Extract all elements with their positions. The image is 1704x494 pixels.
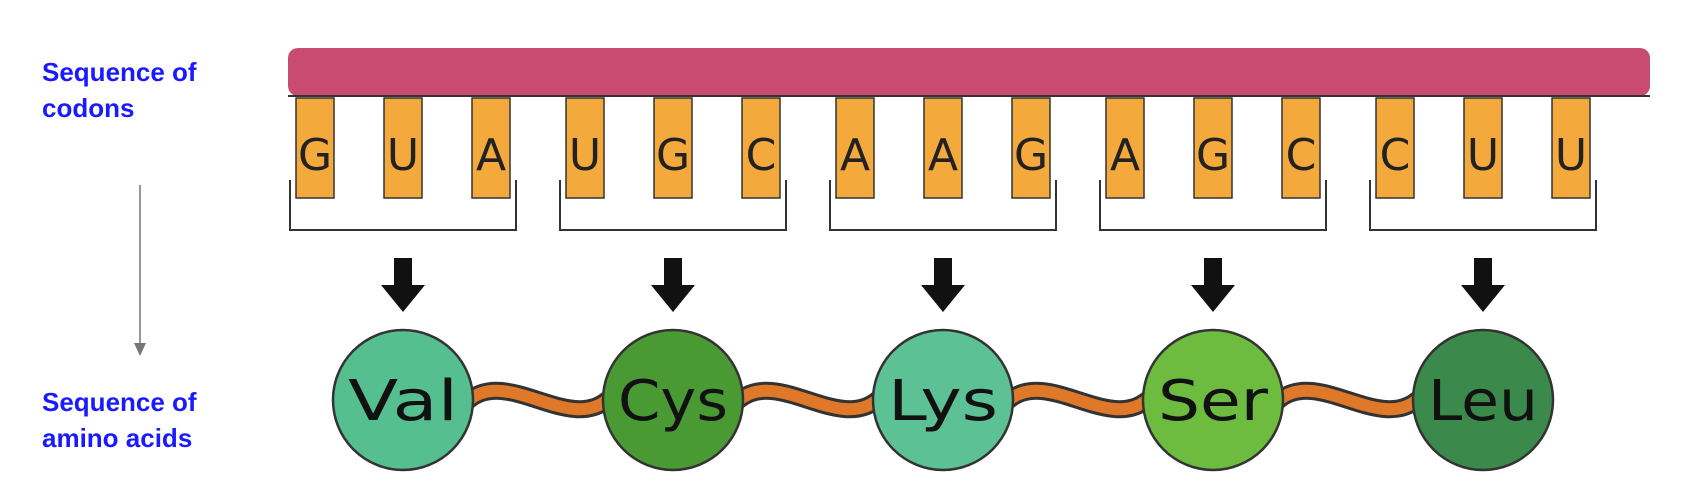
codon-brackets (289, 180, 1597, 231)
flow-arrow (134, 185, 146, 356)
peptide-bond (733, 384, 883, 416)
base-letter: A (1110, 130, 1140, 181)
codon-bracket (559, 180, 787, 231)
amino-acid: Cys (601, 328, 745, 472)
amino-acid-label: Val (348, 369, 458, 434)
base-letter: A (928, 130, 958, 181)
translation-arrow (651, 258, 695, 312)
base-letter: C (1380, 130, 1411, 181)
nucleotide-base: C (1281, 97, 1321, 199)
mrna-backbone (288, 48, 1650, 96)
base-letter: G (656, 130, 690, 181)
amino-acids-label: Sequence of amino acids (42, 387, 197, 453)
nucleotide-base: A (471, 97, 511, 199)
amino-acid-label: Ser (1158, 369, 1269, 434)
nucleotide-base: C (741, 97, 781, 199)
base-letter: G (1014, 130, 1048, 181)
peptide-chain (460, 381, 1426, 419)
amino-acid-label: Leu (1428, 369, 1538, 434)
base-letter: A (476, 130, 506, 181)
amino-acid-label: Lys (888, 369, 998, 434)
nucleotide-base: A (923, 97, 963, 199)
codons-label: Sequence of codons (42, 57, 197, 123)
nucleotide-base: A (1105, 97, 1145, 199)
amino-acid: Leu (1411, 328, 1555, 472)
nucleotide-base: C (1375, 97, 1415, 199)
codon-bracket (829, 180, 1057, 231)
nucleotide-base: U (1463, 97, 1503, 199)
translation-arrow (381, 258, 425, 312)
codon-bracket (1099, 180, 1327, 231)
amino-acid-chain: Val Cys Lys Ser Leu (331, 328, 1555, 472)
codon-bracket (289, 180, 517, 231)
nucleotide-base: A (835, 97, 875, 199)
base-letter: U (1555, 130, 1587, 181)
nucleotide-base: U (383, 97, 423, 199)
nucleotide-base: U (1551, 97, 1591, 199)
amino-acid: Val (331, 328, 475, 472)
nucleotide-base: G (295, 97, 335, 199)
translation-arrow (1461, 258, 1505, 312)
nucleotide-base: G (1193, 97, 1233, 199)
codon-bracket (1369, 180, 1597, 231)
nucleotide-base: G (653, 97, 693, 199)
amino-acid: Ser (1141, 328, 1285, 472)
base-letter: G (1196, 130, 1230, 181)
peptide-bond (463, 384, 613, 416)
translation-arrows (381, 258, 1505, 312)
peptide-bond (1273, 384, 1423, 416)
amino-acid-label: Cys (618, 369, 728, 434)
nucleotide-base: G (1011, 97, 1051, 199)
base-letter: C (1286, 130, 1317, 181)
base-letter: U (569, 130, 601, 181)
base-letter: U (387, 130, 419, 181)
translation-arrow (921, 258, 965, 312)
base-letter: A (840, 130, 870, 181)
peptide-bond (1003, 384, 1153, 416)
translation-arrow (1191, 258, 1235, 312)
amino-acid: Lys (871, 328, 1015, 472)
base-letter: C (746, 130, 777, 181)
base-letter: U (1467, 130, 1499, 181)
nucleotide-base: U (565, 97, 605, 199)
base-letter: G (298, 130, 332, 181)
